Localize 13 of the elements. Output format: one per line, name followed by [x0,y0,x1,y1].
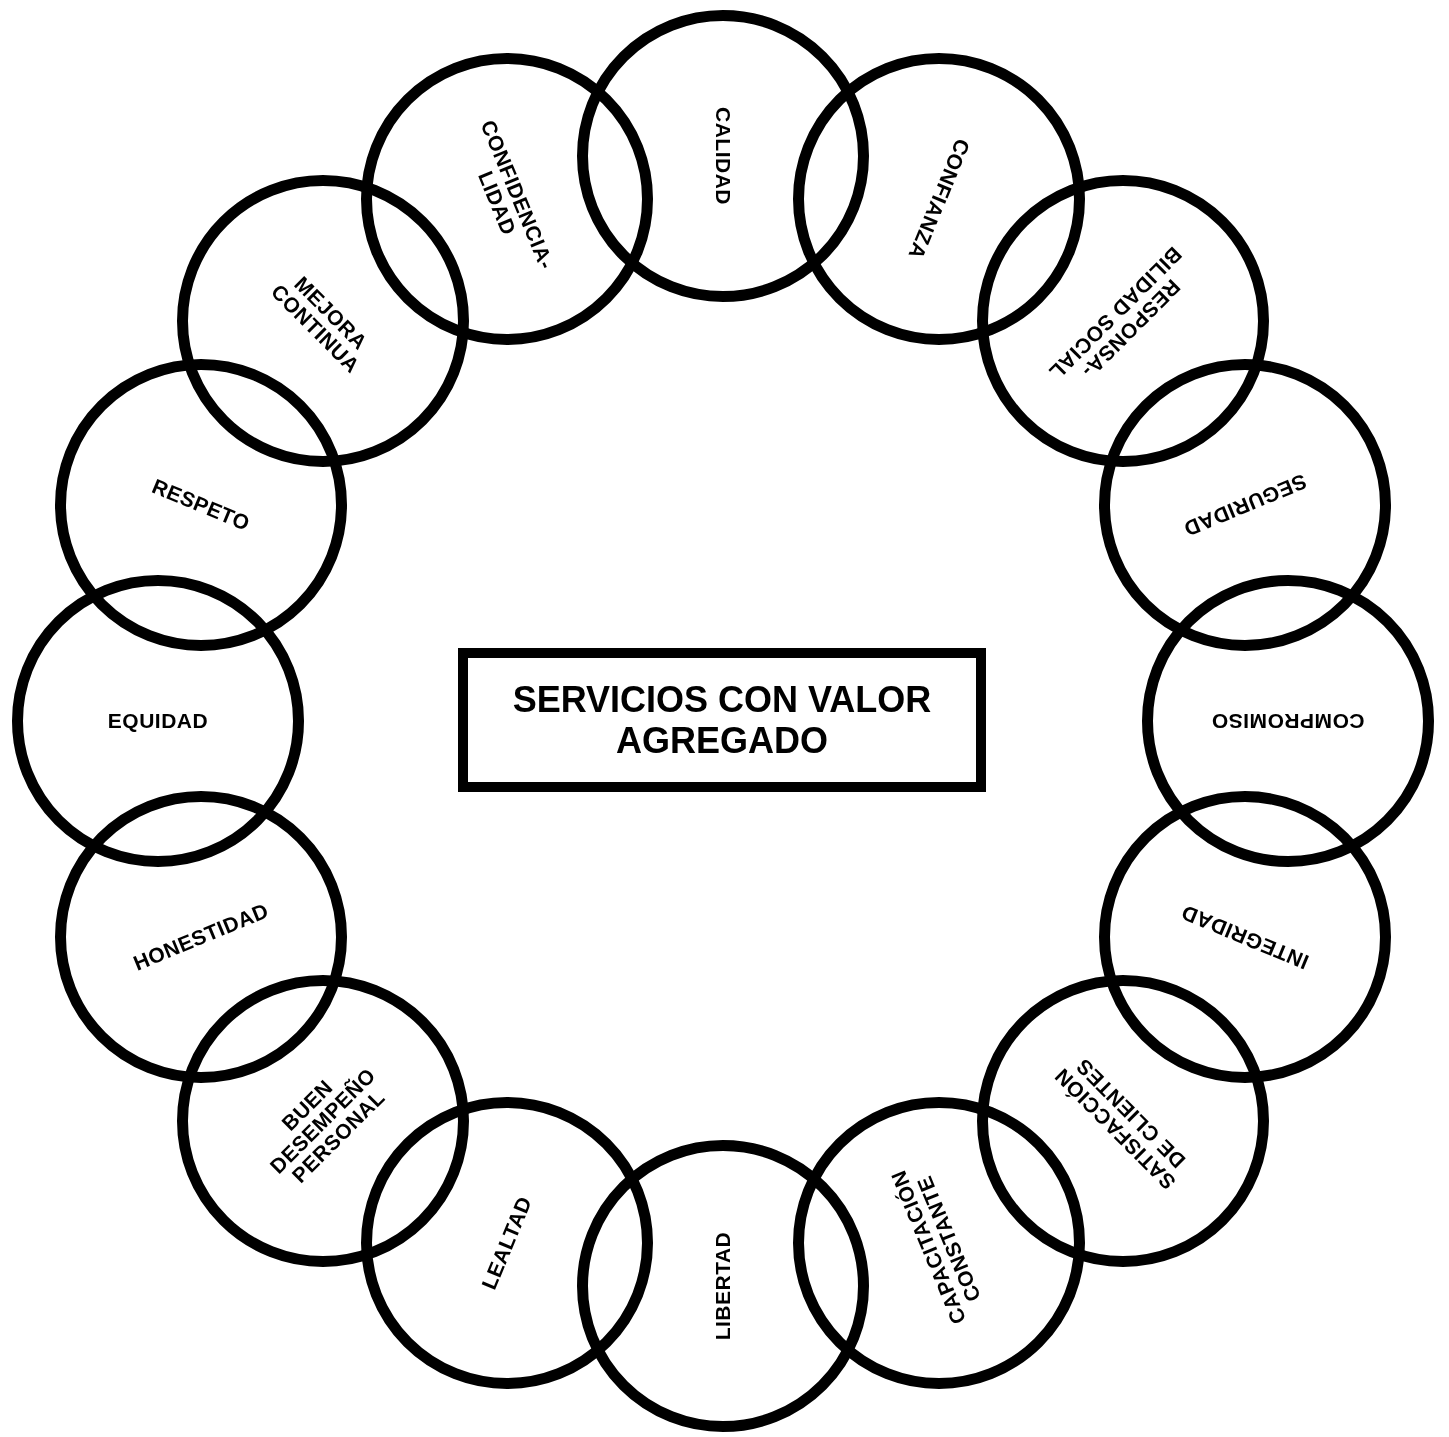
central-title: SERVICIOS CON VALOR AGREGADO [511,678,933,762]
value-circle [177,974,470,1267]
value-label: LIBERTAD [712,1230,734,1343]
value-label: CALIDAD [712,106,734,207]
value-label: EQUIDAD [106,710,210,732]
central-box [458,648,986,792]
value-circle [12,575,304,867]
value-circle [1142,575,1434,867]
value-circle [577,10,869,302]
value-circle [976,175,1269,468]
value-circle [577,1140,869,1432]
value-label: COMPROMISO [1210,710,1366,732]
value-circle [177,175,470,468]
